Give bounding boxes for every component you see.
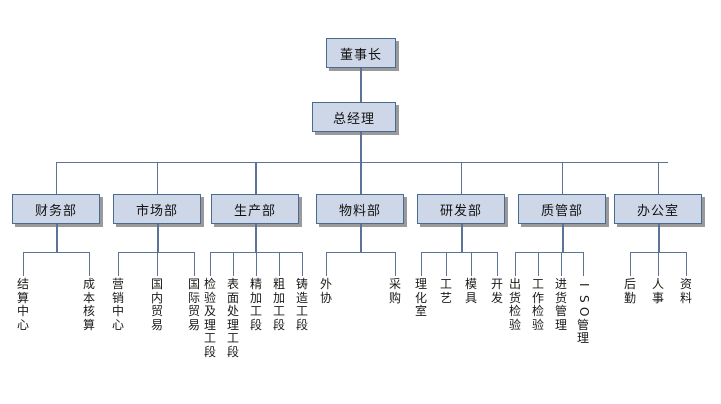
leaf-label-material-2[interactable]: 采购 xyxy=(388,277,401,305)
leaf-label-finance-2[interactable]: 成本核算 xyxy=(82,277,95,332)
leaf-line-quality-1 xyxy=(515,252,516,276)
leaf-label-market-3[interactable]: 国际贸易 xyxy=(187,277,200,332)
leaf-label-market-1[interactable]: 营销中心 xyxy=(111,277,124,332)
node-department-production[interactable]: 生产部 xyxy=(211,194,299,224)
leaf-line-rd-2 xyxy=(446,252,447,276)
riser-dept-6 xyxy=(562,162,563,195)
bus-quality xyxy=(515,252,583,253)
leaf-line-market-1 xyxy=(118,252,119,276)
leaf-label-office-3[interactable]: 资料 xyxy=(679,277,692,305)
leaf-line-production-4 xyxy=(279,252,280,276)
leaf-line-rd-1 xyxy=(421,252,422,276)
node-chairman[interactable]: 董事长 xyxy=(326,38,396,68)
drop-finance xyxy=(56,224,58,252)
leaf-label-rd-3[interactable]: 模具 xyxy=(464,277,477,305)
drop-production xyxy=(255,224,257,252)
connector-department-bus xyxy=(56,162,668,163)
riser-dept-4 xyxy=(360,162,362,195)
drop-office xyxy=(658,224,660,252)
leaf-line-rd-4 xyxy=(497,252,498,276)
leaf-line-quality-4 xyxy=(583,252,584,276)
leaf-line-finance-2 xyxy=(89,252,90,276)
connector-chairman-to-gm xyxy=(360,68,362,102)
leaf-line-market-2 xyxy=(157,252,158,276)
riser-dept-5 xyxy=(461,162,462,195)
bus-material xyxy=(326,252,395,253)
connector-gm-drop xyxy=(360,132,362,162)
leaf-label-rd-1[interactable]: 理化室 xyxy=(414,277,427,318)
leaf-label-market-2[interactable]: 国内贸易 xyxy=(150,277,163,332)
node-department-office-label: 办公室 xyxy=(636,203,679,219)
leaf-label-rd-2[interactable]: 工艺 xyxy=(439,277,452,305)
leaf-label-quality-1[interactable]: 出货检验 xyxy=(508,277,521,332)
leaf-line-market-3 xyxy=(194,252,195,276)
leaf-line-finance-1 xyxy=(23,252,24,276)
leaf-label-production-4[interactable]: 粗加工段 xyxy=(272,277,285,332)
bus-finance xyxy=(23,252,89,253)
leaf-line-material-2 xyxy=(395,252,396,276)
leaf-line-rd-3 xyxy=(471,252,472,276)
leaf-label-office-1[interactable]: 后勤 xyxy=(623,277,636,305)
node-department-finance-label: 财务部 xyxy=(34,203,77,219)
node-department-rd[interactable]: 研发部 xyxy=(417,194,505,224)
node-department-finance[interactable]: 财务部 xyxy=(12,194,100,224)
node-department-quality-label: 质管部 xyxy=(540,203,583,219)
riser-dept-2 xyxy=(157,162,158,195)
leaf-line-material-1 xyxy=(326,252,327,276)
leaf-line-office-1 xyxy=(630,252,631,276)
leaf-label-production-2[interactable]: 表面处理工段 xyxy=(226,277,239,359)
node-department-market-label: 市场部 xyxy=(135,203,178,219)
leaf-label-quality-2[interactable]: 工作检验 xyxy=(531,277,544,332)
drop-market xyxy=(157,224,159,252)
leaf-label-production-1[interactable]: 检验及理工段 xyxy=(203,277,216,359)
node-department-rd-label: 研发部 xyxy=(439,203,482,219)
leaf-line-production-2 xyxy=(233,252,234,276)
node-department-production-label: 生产部 xyxy=(233,203,276,219)
node-department-material[interactable]: 物料部 xyxy=(316,194,404,224)
leaf-line-production-1 xyxy=(210,252,211,276)
node-general-manager-label: 总经理 xyxy=(332,111,375,127)
bus-market xyxy=(118,252,194,253)
leaf-line-quality-2 xyxy=(538,252,539,276)
node-department-market[interactable]: 市场部 xyxy=(113,194,201,224)
bus-rd xyxy=(421,252,497,253)
leaf-label-quality-3[interactable]: 进货管理 xyxy=(554,277,567,332)
leaf-line-office-3 xyxy=(686,252,687,276)
leaf-label-finance-1[interactable]: 结算中心 xyxy=(16,277,29,332)
node-department-office[interactable]: 办公室 xyxy=(614,194,702,224)
leaf-line-production-3 xyxy=(256,252,257,276)
riser-dept-3 xyxy=(255,162,257,195)
leaf-line-quality-3 xyxy=(561,252,562,276)
drop-rd xyxy=(461,224,463,252)
leaf-label-production-5[interactable]: 铸造工段 xyxy=(295,277,308,332)
leaf-line-production-5 xyxy=(302,252,303,276)
leaf-line-office-2 xyxy=(658,252,659,276)
node-department-material-label: 物料部 xyxy=(338,203,381,219)
leaf-label-office-2[interactable]: 人事 xyxy=(651,277,664,305)
node-department-quality[interactable]: 质管部 xyxy=(518,194,606,224)
riser-dept-7 xyxy=(658,162,659,195)
riser-dept-1 xyxy=(56,162,57,195)
drop-material xyxy=(360,224,362,252)
leaf-label-production-3[interactable]: 精加工段 xyxy=(249,277,262,332)
drop-quality xyxy=(562,224,564,252)
node-general-manager[interactable]: 总经理 xyxy=(312,102,396,132)
node-chairman-label: 董事长 xyxy=(339,47,382,63)
leaf-label-material-1[interactable]: 外协 xyxy=(319,277,332,305)
leaf-label-rd-4[interactable]: 开发 xyxy=(490,277,503,305)
